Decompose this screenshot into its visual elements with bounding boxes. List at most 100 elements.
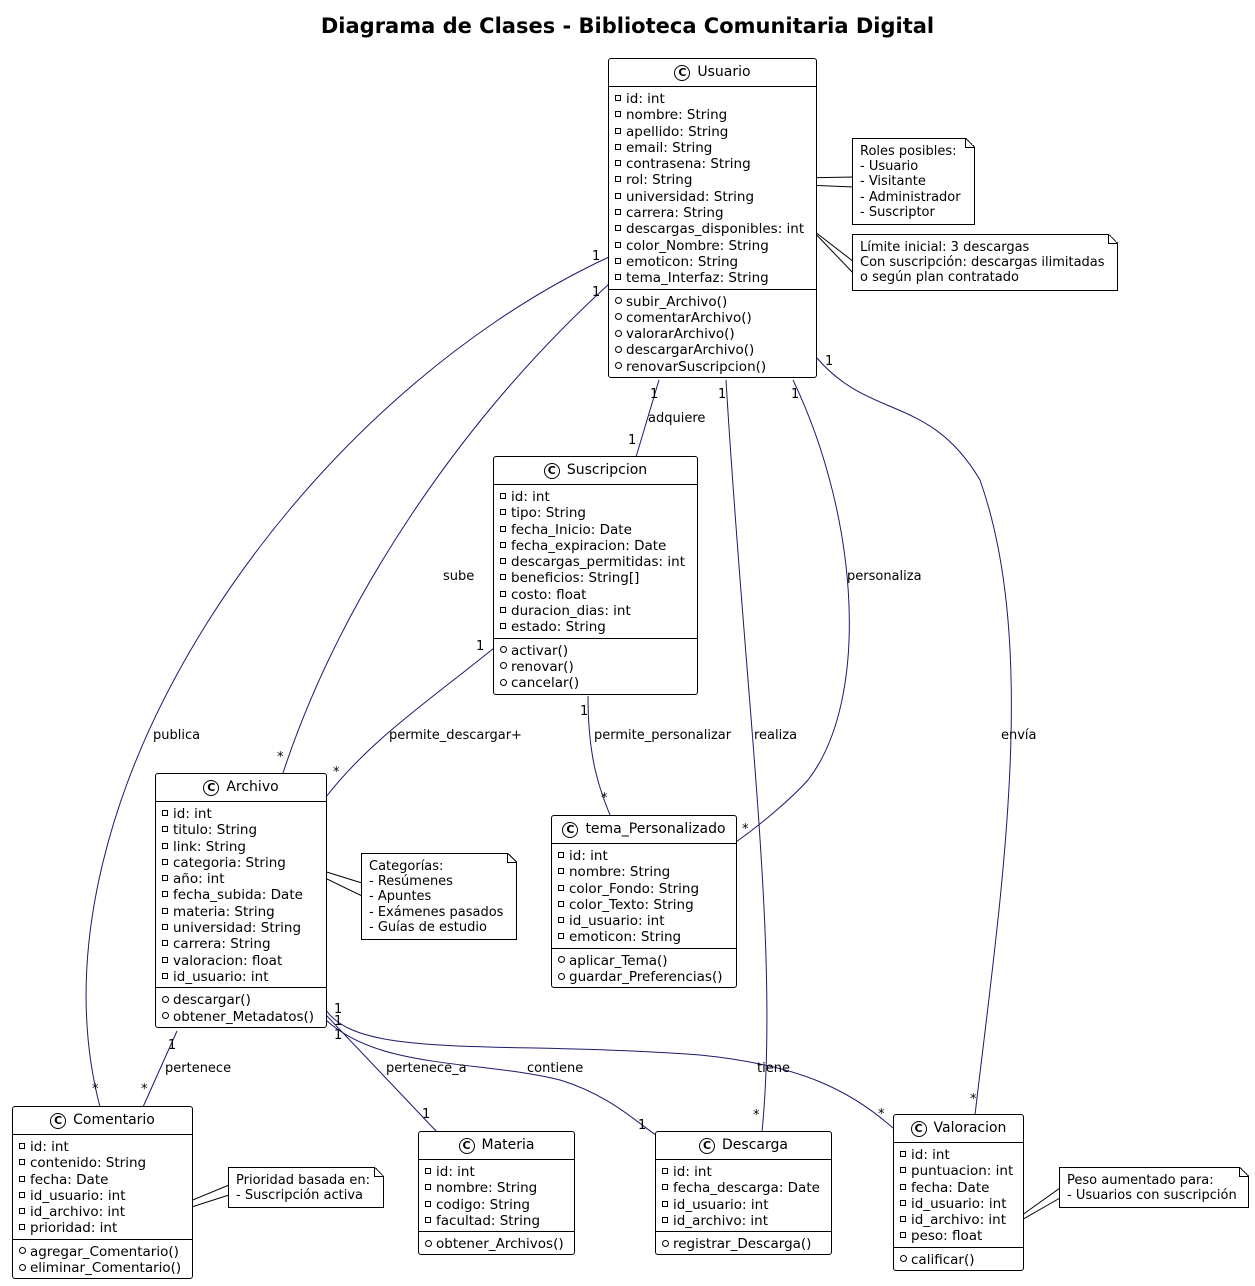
private-visibility-icon (900, 1163, 910, 1179)
mult-sube-to: * (277, 750, 284, 765)
note-line: o según plan contratado (860, 270, 1019, 286)
private-visibility-icon (615, 124, 625, 140)
attribute-text: nombre: String (626, 107, 728, 124)
note-line: - Resúmenes (369, 874, 453, 890)
attribute-row: id_archivo: int (19, 1204, 187, 1220)
mult-pertenece-a-from: 1 (334, 1028, 343, 1043)
class-name: Archivo (226, 779, 279, 796)
private-visibility-icon (662, 1164, 672, 1180)
attribute-row: universidad: String (162, 920, 321, 936)
method-row: descargarArchivo() (615, 342, 811, 358)
note-line: - Usuario (860, 159, 919, 175)
private-visibility-icon (162, 839, 172, 855)
attribute-text: universidad: String (626, 188, 755, 205)
attribute-row: link: String (162, 839, 321, 855)
private-visibility-icon (19, 1204, 29, 1220)
attribute-row: descargas_permitidas: int (500, 554, 692, 570)
note-roles: Roles posibles:- Usuario- Visitante- Adm… (852, 138, 975, 226)
attribute-text: valoracion: float (173, 952, 283, 969)
attribute-text: id: int (673, 1164, 712, 1180)
class-c-icon: C (674, 64, 691, 81)
attribute-text: materia: String (173, 903, 275, 920)
attribute-text: id: int (173, 806, 212, 822)
attribute-row: id_usuario: int (19, 1188, 187, 1204)
attribute-row: universidad: String (615, 189, 811, 205)
note-line: - Suscripción activa (236, 1188, 364, 1204)
attribute-row: tema_Interfaz: String (615, 270, 811, 286)
attribute-text: titulo: String (173, 822, 258, 839)
attribute-row: codigo: String (425, 1197, 569, 1213)
private-visibility-icon (900, 1180, 910, 1196)
private-visibility-icon (500, 505, 510, 521)
attribute-text: descargas_permitidas: int (511, 554, 685, 571)
attribute-text: fecha: Date (911, 1179, 990, 1196)
method-text: cancelar() (511, 675, 580, 692)
attribute-row: email: String (615, 140, 811, 156)
attribute-text: color_Nombre: String (626, 237, 769, 254)
attribute-row: carrera: String (162, 936, 321, 952)
edge-pertenece-a (325, 1014, 438, 1133)
private-visibility-icon (162, 920, 172, 936)
edge-publica (85, 256, 610, 1108)
attribute-row: fecha_subida: Date (162, 887, 321, 903)
private-visibility-icon (500, 489, 510, 505)
methods-section: subir_Archivo()comentarArchivo()valorarA… (609, 288, 816, 377)
attribute-row: fecha_expiracion: Date (500, 538, 692, 554)
public-visibility-icon (500, 675, 510, 691)
attribute-row: fecha: Date (900, 1180, 1018, 1196)
mult-permite-personalizar-to: * (601, 791, 608, 806)
attribute-row: categoria: String (162, 855, 321, 871)
attribute-row: id_usuario: int (162, 969, 321, 985)
attribute-text: emoticon: String (626, 253, 739, 270)
attribute-row: id: int (900, 1147, 1018, 1163)
note-categorias: Categorías:- Resúmenes- Apuntes- Exámene… (361, 853, 517, 941)
attribute-text: descargas_disponibles: int (626, 221, 805, 238)
attribute-row: id_archivo: int (662, 1213, 826, 1229)
mult-envia-from: 1 (825, 354, 834, 369)
private-visibility-icon (615, 156, 625, 172)
attribute-row: contrasena: String (615, 156, 811, 172)
class-c-icon: C (50, 1112, 67, 1129)
label-envia: envía (1001, 728, 1037, 743)
attribute-row: peso: float (900, 1228, 1018, 1244)
note-line: Categorías: (369, 859, 444, 874)
mult-tiene-from: 1 (334, 1002, 343, 1017)
mult-pertenece-from: 1 (168, 1038, 177, 1053)
method-row: eliminar_Comentario() (19, 1260, 187, 1276)
mult-adquiere-from: 1 (650, 387, 659, 402)
note-line: - Usuarios con suscripción (1067, 1188, 1237, 1204)
class-name: Usuario (697, 64, 751, 81)
private-visibility-icon (425, 1164, 435, 1180)
attribute-row: fecha_Inicio: Date (500, 522, 692, 538)
attribute-text: estado: String (511, 619, 606, 636)
private-visibility-icon (162, 953, 172, 969)
public-visibility-icon (500, 659, 510, 675)
note-peso: Peso aumentado para:- Usuarios con suscr… (1059, 1167, 1249, 1209)
label-personaliza: personaliza (847, 569, 922, 584)
method-row: renovar() (500, 659, 692, 675)
private-visibility-icon (615, 189, 625, 205)
private-visibility-icon (615, 238, 625, 254)
attribute-text: año: int (173, 871, 225, 888)
method-text: obtener_Archivos() (436, 1236, 564, 1253)
class-name: tema_Personalizado (585, 821, 726, 838)
attribute-text: id: int (30, 1139, 69, 1155)
class-c-icon: C (458, 1137, 475, 1154)
private-visibility-icon (615, 205, 625, 221)
method-text: valorarArchivo() (626, 326, 735, 343)
note-line: - Apuntes (369, 889, 432, 905)
attribute-text: id_archivo: int (673, 1212, 769, 1229)
